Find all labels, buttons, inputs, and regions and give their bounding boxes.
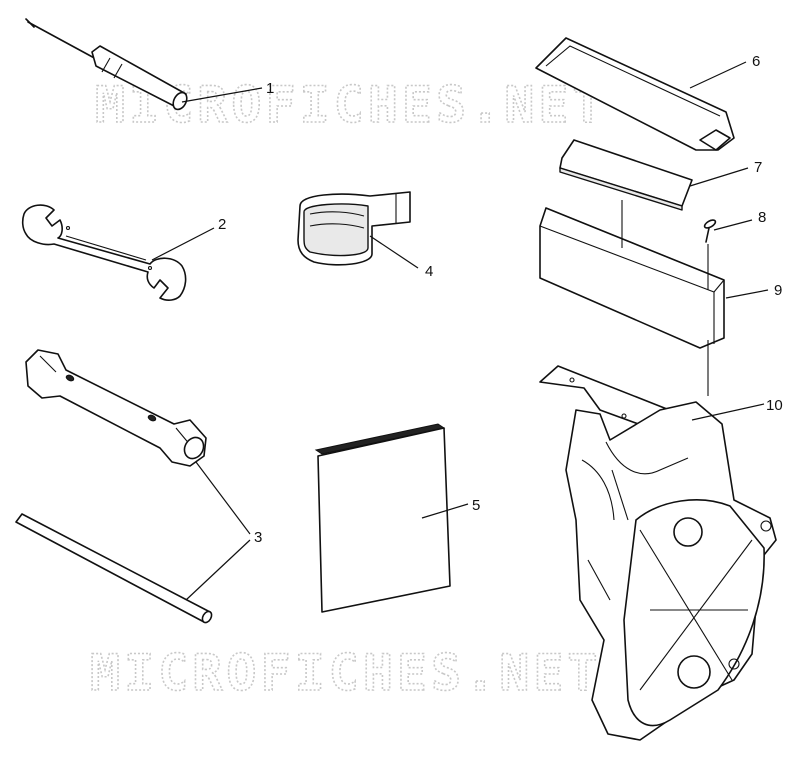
- leader-line-1: [181, 87, 263, 103]
- callout-10: 10: [766, 397, 783, 414]
- leader-line-9: [725, 289, 769, 299]
- wrench-part: [21, 204, 187, 301]
- screw-part: [703, 219, 717, 243]
- callout-2: 2: [218, 216, 226, 233]
- watermark-bottom: MICROFICHES.NET: [90, 644, 602, 702]
- callout-5: 5: [472, 497, 480, 514]
- housing-part: [565, 401, 777, 741]
- foam-pad-part: [559, 139, 693, 211]
- callout-6: 6: [752, 53, 760, 70]
- callout-7: 7: [754, 159, 762, 176]
- screwdriver-part: [25, 18, 188, 111]
- callout-9: 9: [774, 282, 782, 299]
- leader-line-3a: [195, 461, 251, 535]
- manual-part: [314, 423, 451, 613]
- callout-1: 1: [266, 80, 274, 97]
- callout-3: 3: [254, 529, 262, 546]
- bar-part: [15, 513, 213, 624]
- tube-wrench-part: [25, 349, 207, 467]
- leader-line-6: [689, 61, 747, 89]
- storage-box-part: [539, 200, 725, 396]
- callout-4: 4: [425, 263, 433, 280]
- leader-line-7: [689, 167, 749, 187]
- leader-line-5: [421, 503, 469, 519]
- leader-line-8: [713, 219, 753, 231]
- callout-8: 8: [758, 209, 766, 226]
- leader-line-4: [369, 235, 419, 269]
- lid-part: [535, 37, 735, 151]
- leader-line-3b: [185, 539, 251, 601]
- strap-roll-part: [297, 191, 411, 266]
- leader-line-10: [691, 403, 765, 421]
- leader-line-2: [151, 227, 215, 261]
